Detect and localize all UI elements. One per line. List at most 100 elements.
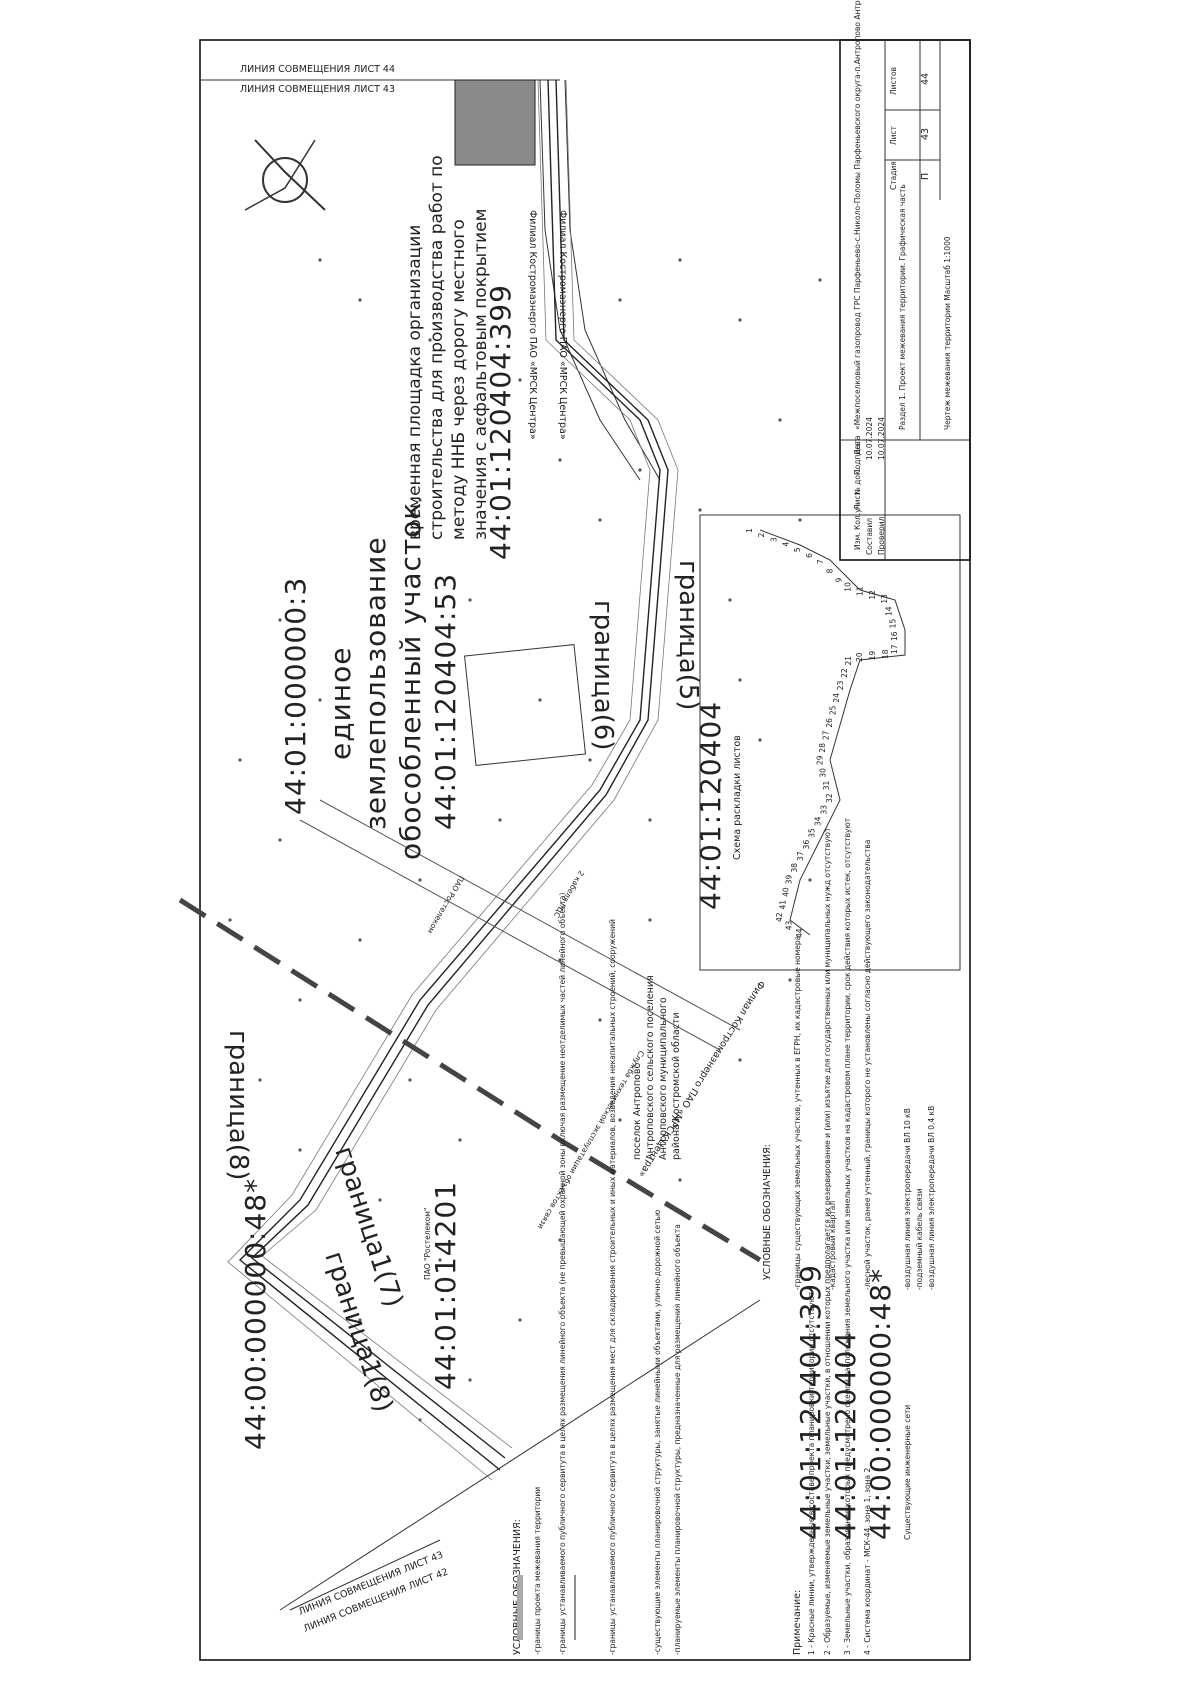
svg-text:методу ННБ через дорогу местно: методу ННБ через дорогу местного xyxy=(449,219,469,540)
layout-scheme-number: 44 xyxy=(795,928,804,938)
layout-scheme-title: Схема раскладки листов xyxy=(732,735,743,860)
svg-text:Дата: Дата xyxy=(853,436,862,455)
power-line-dashed xyxy=(178,897,762,1263)
legend-left-item3: -границы устанавливаемого публичного сер… xyxy=(608,919,617,1655)
layout-scheme-number: 7 xyxy=(816,559,825,564)
legend-left: УСЛОВНЫЕ ОБОЗНАЧЕНИЯ: -границы проекта м… xyxy=(512,893,682,1655)
svg-text:10.07.2024: 10.07.2024 xyxy=(877,417,886,460)
layout-scheme-number: 18 xyxy=(881,649,890,659)
title-sheets-value: 44 xyxy=(920,73,931,85)
svg-text:№ док.: № док. xyxy=(853,468,862,495)
layout-scheme-number: 36 xyxy=(802,840,811,850)
parcel-landuse-label: землепользование xyxy=(359,536,392,830)
svg-text:Составил: Составил xyxy=(865,518,874,555)
rostelecom-label: ПАО Ростелеком xyxy=(426,874,467,935)
legend-code-120404: 44:01:120404 xyxy=(829,1331,862,1540)
boundary-6-label: граница(6) xyxy=(588,600,618,750)
mrsk-label-1: Филиал Костромаэнерго ПАО «МРСК Центра» xyxy=(557,210,568,440)
legend-left-item2: -границы устанавливаемого публичного сер… xyxy=(558,893,567,1655)
parcel-48-label: 44:00:000000:48* xyxy=(239,1178,272,1450)
boundary-8-label: граница(8) xyxy=(223,1030,253,1180)
layout-scheme-number: 33 xyxy=(819,805,828,815)
layout-scheme-number: 3 xyxy=(769,537,778,542)
title-block: «Межпоселковый газопровод ГРС Парфеньево… xyxy=(839,0,971,561)
layout-scheme-number: 35 xyxy=(808,828,817,838)
title-project: «Межпоселковый газопровод ГРС Парфеньево… xyxy=(853,0,862,430)
svg-text:Лист: Лист xyxy=(853,490,862,510)
svg-text:Кол.уч: Кол.уч xyxy=(853,504,862,530)
block-120404-label: 44:01:120404 xyxy=(694,701,727,910)
note-2: 2 - Образуемые, изменяемые земельные уча… xyxy=(823,827,832,1655)
parcel-53-label: 44:01:120404:53 xyxy=(429,573,462,830)
title-col-stage: Стадия xyxy=(889,161,898,190)
parcel-3-label: 44:01:000000:3 xyxy=(279,577,312,815)
north-arrow-icon xyxy=(244,139,326,211)
layout-scheme-number: 28 xyxy=(818,743,827,753)
legend-net-2: -подземный кабель связи xyxy=(915,1188,924,1290)
layout-scheme-number: 4 xyxy=(781,542,790,547)
layout-scheme-number: 19 xyxy=(868,651,877,661)
layout-scheme-number: 2 xyxy=(757,533,766,538)
layout-scheme-number: 14 xyxy=(884,606,893,616)
layout-scheme-number: 11 xyxy=(856,586,865,596)
layout-scheme-number: 8 xyxy=(825,568,834,573)
parcel-399-label: 44:01:120404:399 xyxy=(484,284,517,560)
legend-right: УСЛОВНЫЕ ОБОЗНАЧЕНИЯ: 44:01:120404:399 -… xyxy=(762,840,936,1540)
square-parcel xyxy=(464,644,586,766)
svg-text:строительства для производства: строительства для производства работ по xyxy=(427,155,447,540)
note-3: 3 - Земельные участки, образование котор… xyxy=(843,817,852,1655)
layout-scheme-number: 43 xyxy=(785,920,794,930)
service-label: Служба технической эксплуатации объектов… xyxy=(536,1049,646,1231)
layout-scheme-number: 13 xyxy=(880,594,889,604)
svg-text:поселок Антропово: поселок Антропово xyxy=(632,1063,643,1160)
layout-scheme-number: 9 xyxy=(835,578,844,583)
layout-scheme-number: 1 xyxy=(745,528,754,533)
forest-dots xyxy=(228,258,822,1422)
layout-scheme-number: 15 xyxy=(888,619,897,629)
note-1: 1 - Красные линии, утвержденные в состав… xyxy=(807,1291,816,1655)
title-sheet-value: 43 xyxy=(920,128,931,140)
svg-text:района Костромской области: района Костромской области xyxy=(671,1012,682,1160)
layout-scheme-number: 27 xyxy=(822,730,831,740)
layout-scheme-number: 17 xyxy=(890,644,899,654)
note-4: 4 - Система координат - МСК-44, зона 1, … xyxy=(863,1468,872,1655)
legend-left-item4: -существующие элементы планировочной стр… xyxy=(653,1210,662,1655)
boundary-5-label: граница(5) xyxy=(673,560,703,710)
notes-heading: Примечание: xyxy=(792,1590,803,1655)
mrsk-label-2: Филиал Костромаэнерго ПАО «МРСК Центра» xyxy=(527,210,538,440)
layout-scheme-number: 26 xyxy=(825,718,834,728)
legend-left-item1: -границы проекта межевания территории xyxy=(533,1487,542,1655)
layout-scheme-number: 20 xyxy=(855,652,864,662)
layout-scheme-number: 34 xyxy=(813,816,822,826)
block-boundary-diagonal xyxy=(279,1299,761,1611)
legend-desc-120404: -кадастровый квартал xyxy=(828,1201,837,1290)
layout-scheme-number: 39 xyxy=(785,874,794,884)
legend-left-item5: -планируемые элементы планировочной стру… xyxy=(673,1224,682,1655)
svg-text:Антроповского сельского поселе: Антроповского сельского поселения xyxy=(645,975,656,1160)
title-col-sheets: Листов xyxy=(889,67,898,95)
road-upper xyxy=(539,79,641,481)
sheet-frame xyxy=(199,39,971,1661)
layout-scheme-route xyxy=(759,529,906,936)
title-section: Раздел 1. Проект межевания территории. Г… xyxy=(898,184,907,430)
layout-scheme-number: 42 xyxy=(775,912,784,922)
road-upper-edge xyxy=(564,79,661,481)
pipeline-corridor xyxy=(227,79,679,1481)
legend-desc-399: -границы существующих земельных участков… xyxy=(793,936,802,1290)
title-stage-value: П xyxy=(920,173,931,180)
parcel-unified-label: единое xyxy=(324,647,357,760)
combine-line-bottom xyxy=(289,1539,441,1611)
combine-line-44-label: ЛИНИЯ СОВМЕЩЕНИЯ ЛИСТ 44 xyxy=(240,64,395,75)
layout-scheme-number: 37 xyxy=(796,851,805,861)
layout-scheme-number: 38 xyxy=(790,863,799,873)
legend-desc-48: -лесной участок, ранее учтенный, границы… xyxy=(863,840,872,1290)
settlement-note: поселок Антропово Антроповского сельског… xyxy=(632,975,682,1160)
layout-scheme-number: 21 xyxy=(844,656,853,666)
title-col-sheet: Лист xyxy=(889,125,898,145)
layout-scheme-number: 16 xyxy=(890,631,899,641)
legend-networks: Существующие инженерные сети xyxy=(903,1405,912,1540)
comm-line xyxy=(299,819,721,1051)
